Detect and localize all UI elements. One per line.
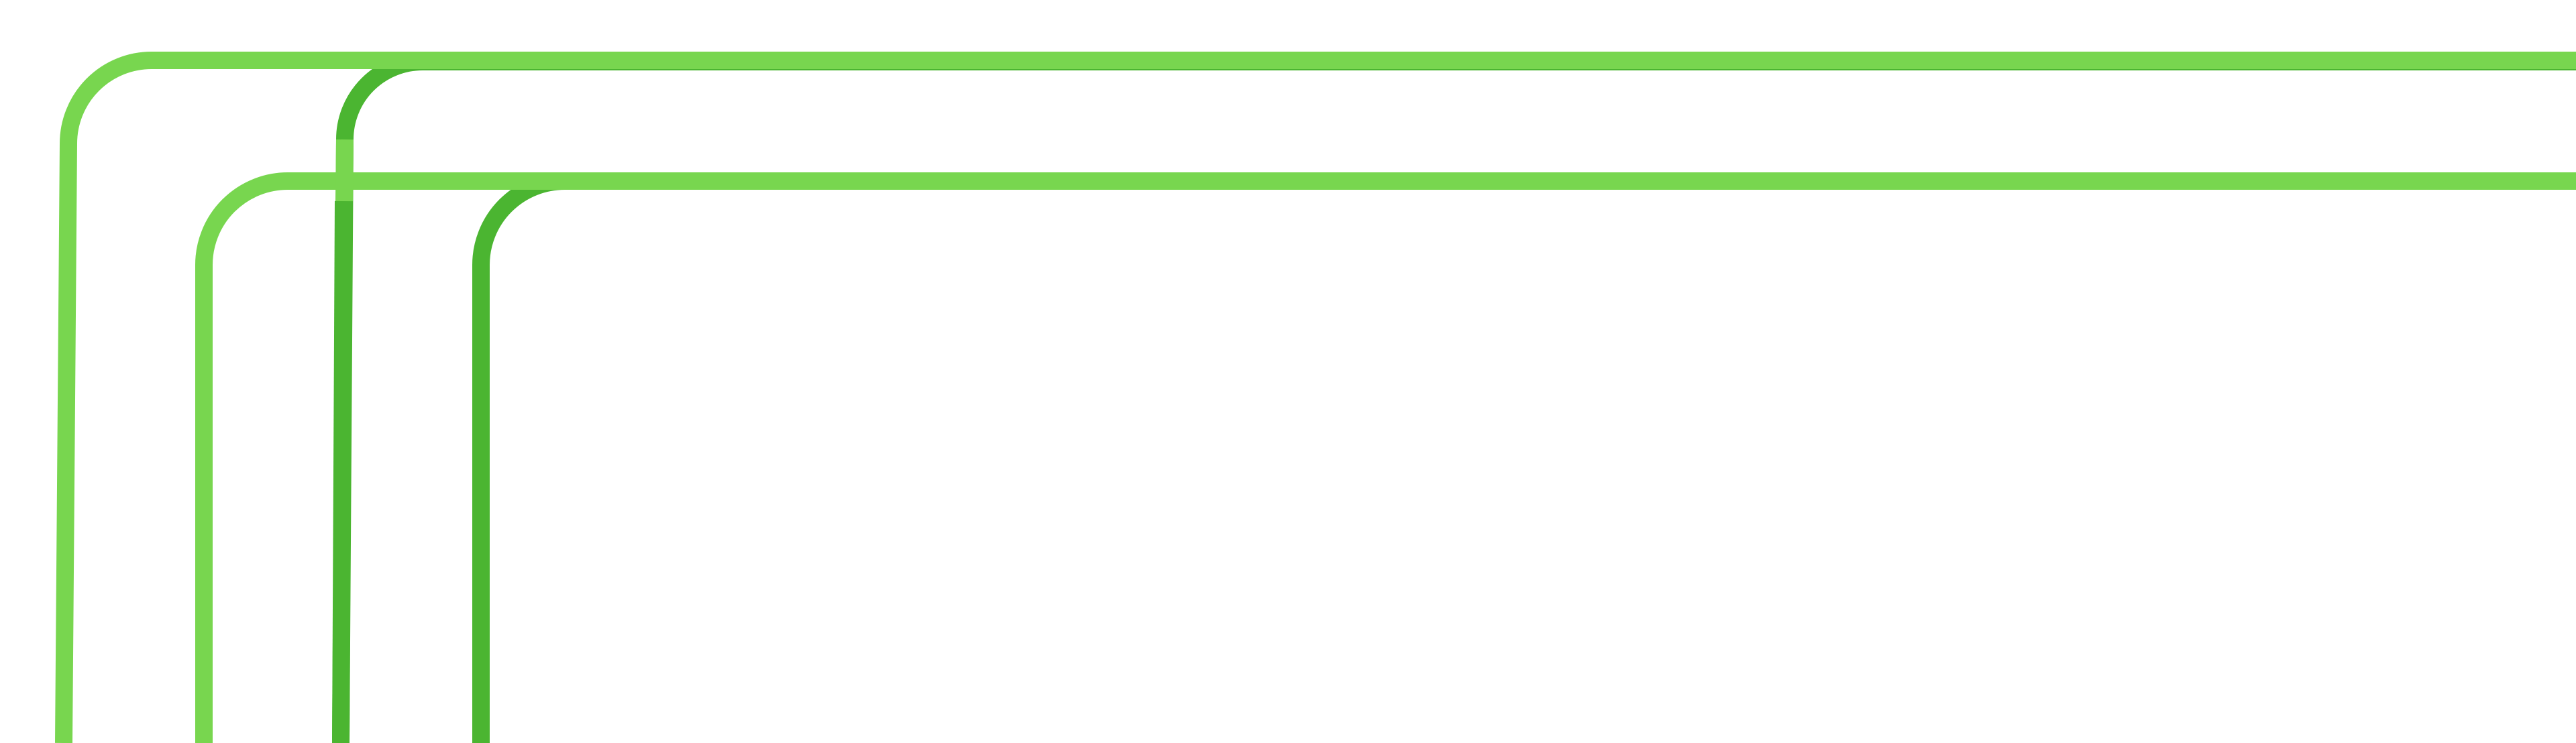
- outer-rounded-frame: [55, 52, 2576, 743]
- outer-inner-vertical-light-cap: [335, 139, 354, 202]
- outer-inner-vertical-segment: [332, 201, 352, 743]
- lower-rounded-frame: [195, 172, 2576, 743]
